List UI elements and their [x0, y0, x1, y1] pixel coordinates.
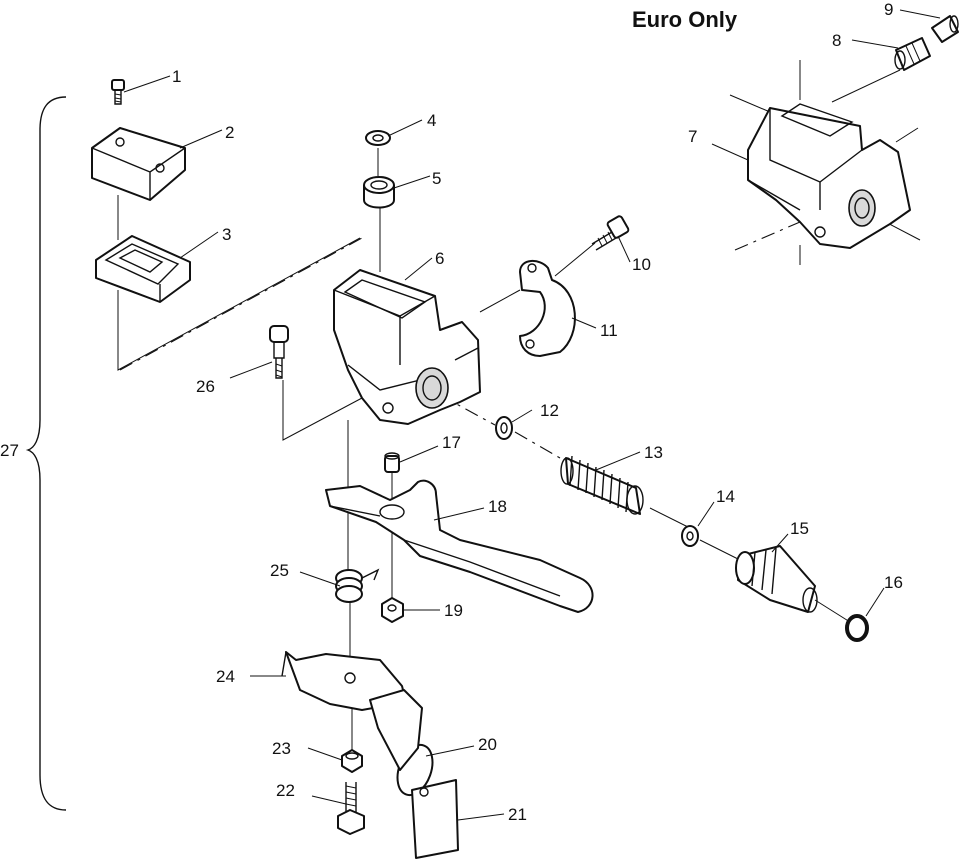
- euro-master-cylinder-part-7: [747, 103, 911, 249]
- washer-part-14: [681, 525, 699, 547]
- callout-13: 13: [644, 443, 663, 462]
- callout-22: 22: [276, 781, 295, 800]
- euro-only-title: Euro Only: [632, 7, 738, 32]
- master-cylinder-part-6: [333, 269, 481, 425]
- callout-4: 4: [427, 111, 436, 130]
- tag-part-21: [411, 779, 459, 859]
- callout-7: 7: [688, 127, 697, 146]
- guide-lines: [117, 60, 921, 750]
- callout-1: 1: [172, 67, 181, 86]
- bushing-part-17: [384, 452, 400, 473]
- callout-14: 14: [716, 487, 735, 506]
- assembly-bracket: [25, 96, 67, 811]
- callout-5: 5: [432, 169, 441, 188]
- callout-19: 19: [444, 601, 463, 620]
- callout-6: 6: [435, 249, 444, 268]
- callout-20: 20: [478, 735, 497, 754]
- bushing-part-5: [363, 176, 395, 209]
- callout-12: 12: [540, 401, 559, 420]
- callout-27: 27: [0, 441, 19, 460]
- leader-lines: [123, 9, 941, 821]
- callout-21: 21: [508, 805, 527, 824]
- nut-part-19: [381, 597, 404, 623]
- washer-part-4: [365, 130, 391, 146]
- switch-bracket-part-24: [281, 651, 423, 771]
- callout-10: 10: [632, 255, 651, 274]
- callout-9: 9: [884, 0, 893, 19]
- spring-part-13: [560, 455, 644, 515]
- clamp-part-11: [519, 260, 576, 357]
- callout-25: 25: [270, 561, 289, 580]
- bolt-part-10: [591, 215, 630, 251]
- callout-8: 8: [832, 31, 841, 50]
- callout-11: 11: [600, 321, 618, 340]
- reservoir-cover-part-2: [91, 127, 186, 201]
- piston-part-15: [735, 545, 818, 613]
- screw-part-1: [111, 79, 125, 105]
- bolt-part-22: [337, 782, 365, 835]
- callout-18: 18: [488, 497, 507, 516]
- callout-2: 2: [225, 123, 234, 142]
- brake-lever-part-18: [325, 479, 594, 613]
- callout-3: 3: [222, 225, 231, 244]
- callout-16: 16: [884, 573, 903, 592]
- cap-part-9: [931, 15, 959, 43]
- pivot-bolt-part-26: [269, 325, 289, 379]
- washer-part-12: [495, 416, 513, 440]
- callout-17: 17: [442, 433, 461, 452]
- callout-23: 23: [272, 739, 291, 758]
- diaphragm-part-3: [95, 235, 191, 303]
- callout-26: 26: [196, 377, 215, 396]
- callout-15: 15: [790, 519, 809, 538]
- nut-part-23: [341, 749, 363, 773]
- callout-labels: 1 2 3 4 5 6 7 8 9 10 11 12 13 14 15 16 1…: [0, 0, 903, 824]
- callout-24: 24: [216, 667, 235, 686]
- o-ring-part-16: [845, 614, 869, 642]
- fitting-part-8: [894, 37, 931, 71]
- torsion-spring-part-25: [335, 568, 380, 603]
